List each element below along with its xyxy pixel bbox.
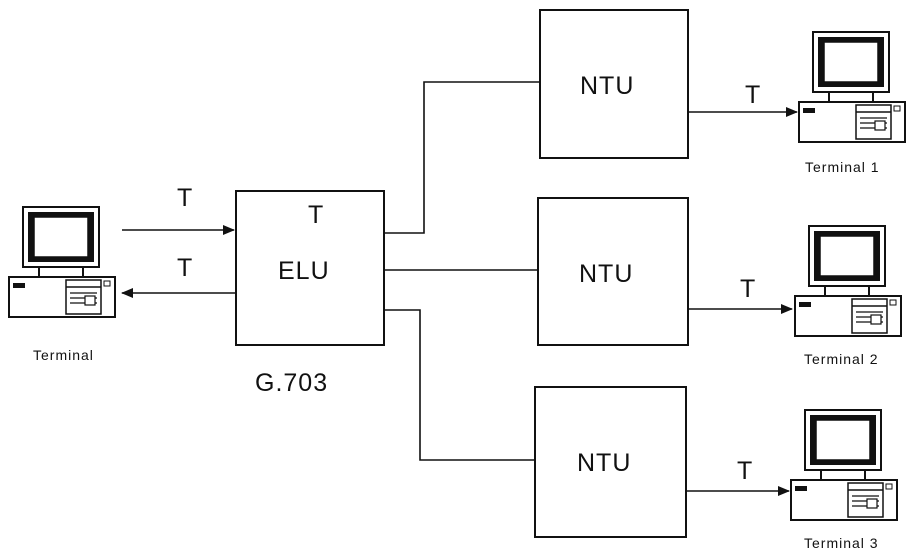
t-in-label: T [177,184,193,212]
t-out-label: T [177,254,193,282]
ntu-2-label: NTU [579,260,633,288]
terminal-main-icon [9,207,115,317]
terminal-main-label: Terminal [33,347,94,363]
terminal-1-label: Terminal 1 [805,159,880,175]
t-ntu3-label: T [737,457,753,485]
terminal-1-icon [799,32,905,142]
link-elu-ntu1 [384,82,540,233]
t-ntu1-label: T [745,81,761,109]
link-elu-ntu3 [384,310,535,460]
ntu-3-label: NTU [577,449,631,477]
terminal-3-icon [791,410,897,520]
terminal-3-label: Terminal 3 [804,535,879,551]
terminal-2-label: Terminal 2 [804,351,879,367]
ntu-1-label: NTU [580,72,634,100]
t-ntu2-label: T [740,275,756,303]
interface-label: G.703 [255,369,328,397]
terminal-2-icon [795,226,901,336]
elu-label: ELU [278,257,330,285]
elu-inner-t-label: T [308,201,324,229]
